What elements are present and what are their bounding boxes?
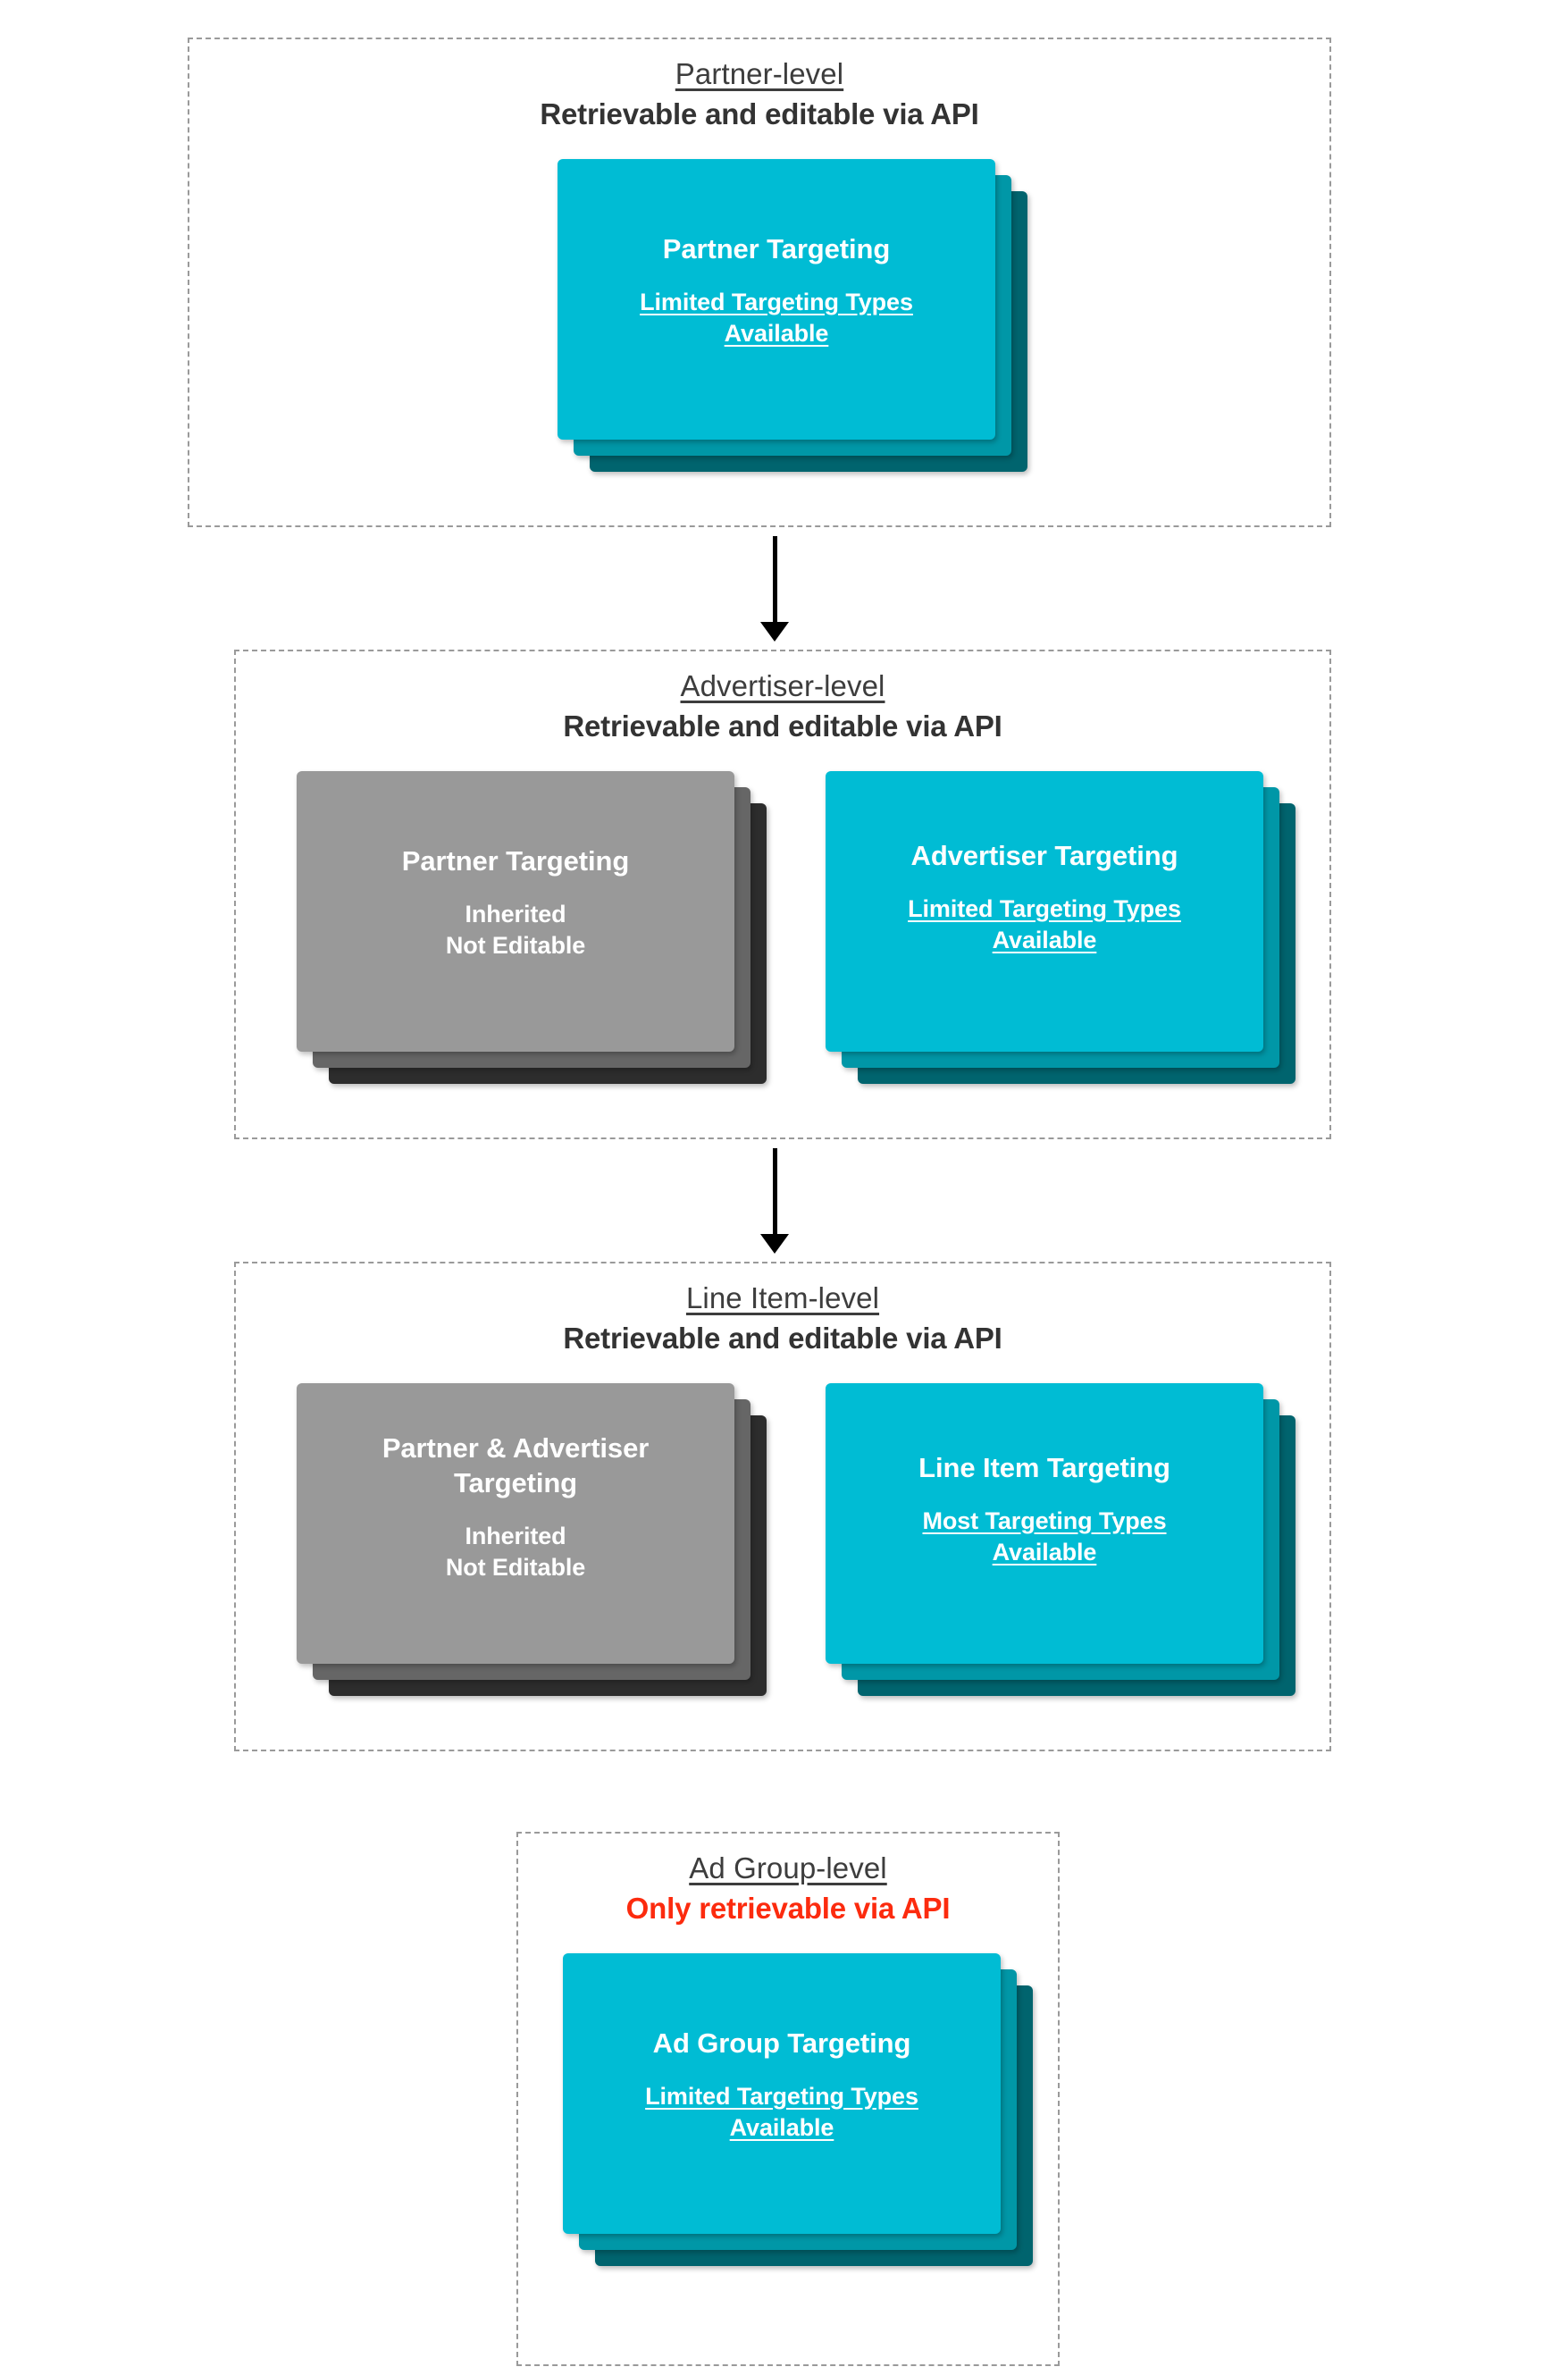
connector-arrow-advertiser-to-line-item bbox=[759, 1148, 790, 1254]
card-title: Partner Targeting bbox=[662, 233, 891, 264]
card-subtext-line-2: Available bbox=[729, 2114, 834, 2142]
level-heading-ad-group: Ad Group-level Only retrievable via API bbox=[518, 1851, 1058, 1926]
card-subtext-line-2: Not Editable bbox=[445, 932, 586, 960]
card-layer-front[interactable]: Partner Targeting Inherited Not Editable bbox=[297, 771, 734, 1052]
card-subtext: Limited Targeting Types Available bbox=[563, 2081, 1001, 2145]
card-layer-front[interactable]: Partner & Advertiser Targeting Inherited… bbox=[297, 1383, 734, 1664]
level-box-advertiser: Advertiser-level Retrievable and editabl… bbox=[234, 650, 1331, 1139]
card-subtext-line-2: Available bbox=[992, 1539, 1097, 1566]
level-api-note-advertiser: Retrievable and editable via API bbox=[563, 709, 1002, 743]
card-subtext: Inherited Not Editable bbox=[336, 1521, 695, 1584]
card-subtext-line-1: Limited Targeting Types bbox=[908, 894, 1181, 922]
arrow-shaft bbox=[772, 536, 777, 622]
level-box-partner: Partner-level Retrievable and editable v… bbox=[188, 38, 1331, 527]
card-layer-front[interactable]: Line Item Targeting Most Targeting Types… bbox=[826, 1383, 1263, 1664]
card-content-inherited-partner-targeting: Partner Targeting Inherited Not Editable bbox=[297, 844, 734, 962]
level-api-note-ad-group: Only retrievable via API bbox=[625, 1891, 951, 1925]
card-subtext-line-2: Available bbox=[724, 320, 829, 348]
card-subtext: Inherited Not Editable bbox=[297, 899, 734, 962]
card-subtext-line-1: Most Targeting Types bbox=[922, 1507, 1167, 1534]
level-box-ad-group: Ad Group-level Only retrievable via API … bbox=[516, 1832, 1060, 2366]
level-api-note-line-item: Retrievable and editable via API bbox=[563, 1321, 1002, 1355]
level-name-line-item: Line Item-level bbox=[685, 1281, 880, 1314]
card-content-ad-group-targeting: Ad Group Targeting Limited Targeting Typ… bbox=[563, 2027, 1001, 2145]
card-subtext-line-2: Not Editable bbox=[445, 1554, 586, 1582]
connector-arrow-partner-to-advertiser bbox=[759, 536, 790, 642]
card-stack-partner-targeting[interactable]: Partner Targeting Limited Targeting Type… bbox=[558, 159, 1027, 472]
card-subtext-line-1: Inherited bbox=[465, 900, 566, 927]
arrow-head-icon bbox=[760, 1234, 789, 1254]
card-stack-inherited-partner-targeting[interactable]: Partner Targeting Inherited Not Editable bbox=[297, 771, 767, 1084]
card-layer-front[interactable]: Ad Group Targeting Limited Targeting Typ… bbox=[563, 1953, 1001, 2234]
level-name-advertiser: Advertiser-level bbox=[680, 669, 885, 702]
level-heading-advertiser: Advertiser-level Retrievable and editabl… bbox=[236, 669, 1329, 744]
card-title: Advertiser Targeting bbox=[910, 840, 1178, 871]
card-stack-advertiser-targeting[interactable]: Advertiser Targeting Limited Targeting T… bbox=[826, 771, 1295, 1084]
card-stack-inherited-partner-advertiser-targeting[interactable]: Partner & Advertiser Targeting Inherited… bbox=[297, 1383, 767, 1696]
card-subtext-line-1: Limited Targeting Types bbox=[645, 2082, 918, 2110]
level-name-partner: Partner-level bbox=[675, 57, 844, 90]
card-content-partner-targeting: Partner Targeting Limited Targeting Type… bbox=[558, 232, 995, 350]
card-subtext-line-1: Limited Targeting Types bbox=[640, 288, 913, 315]
level-api-note-partner: Retrievable and editable via API bbox=[540, 97, 979, 130]
level-heading-partner: Partner-level Retrievable and editable v… bbox=[189, 57, 1329, 132]
level-heading-line-item: Line Item-level Retrievable and editable… bbox=[236, 1281, 1329, 1356]
card-subtext: Limited Targeting Types Available bbox=[826, 894, 1263, 957]
card-stack-ad-group-targeting[interactable]: Ad Group Targeting Limited Targeting Typ… bbox=[563, 1953, 1033, 2266]
card-layer-front[interactable]: Partner Targeting Limited Targeting Type… bbox=[558, 159, 995, 440]
card-content-inherited-partner-advertiser-targeting: Partner & Advertiser Targeting Inherited… bbox=[297, 1431, 734, 1584]
level-name-ad-group: Ad Group-level bbox=[689, 1851, 887, 1884]
card-title: Ad Group Targeting bbox=[652, 2027, 911, 2059]
card-content-line-item-targeting: Line Item Targeting Most Targeting Types… bbox=[826, 1451, 1263, 1569]
arrow-head-icon bbox=[760, 622, 789, 642]
card-content-advertiser-targeting: Advertiser Targeting Limited Targeting T… bbox=[826, 839, 1263, 957]
card-title: Partner & Advertiser Targeting bbox=[382, 1432, 650, 1498]
card-title: Line Item Targeting bbox=[918, 1452, 1170, 1483]
card-subtext: Most Targeting Types Available bbox=[826, 1506, 1263, 1569]
card-subtext-line-1: Inherited bbox=[465, 1522, 566, 1549]
card-subtext: Limited Targeting Types Available bbox=[558, 287, 995, 350]
card-layer-front[interactable]: Advertiser Targeting Limited Targeting T… bbox=[826, 771, 1263, 1052]
level-box-line-item: Line Item-level Retrievable and editable… bbox=[234, 1262, 1331, 1751]
card-title: Partner Targeting bbox=[401, 845, 630, 877]
arrow-shaft bbox=[772, 1148, 777, 1234]
card-subtext-line-2: Available bbox=[992, 927, 1097, 954]
card-stack-line-item-targeting[interactable]: Line Item Targeting Most Targeting Types… bbox=[826, 1383, 1295, 1696]
